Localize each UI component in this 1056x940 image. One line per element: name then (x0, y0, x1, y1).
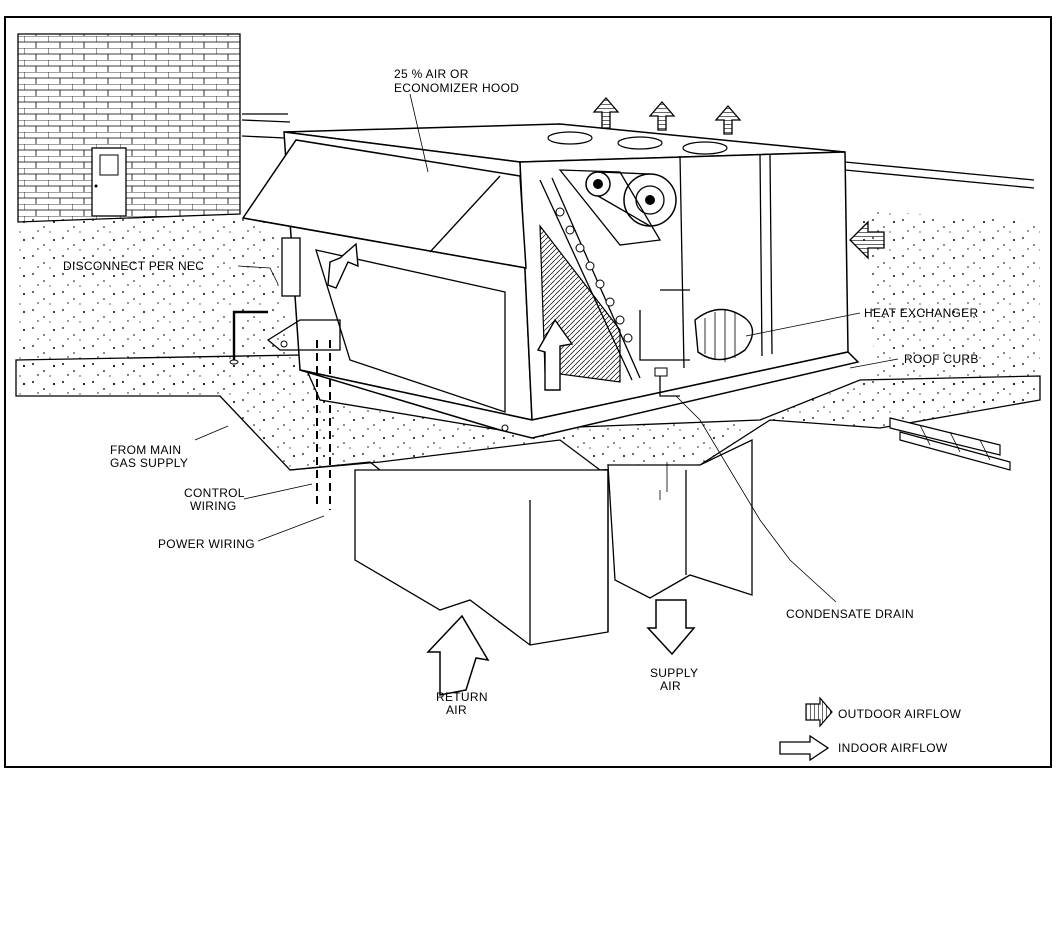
roof-curb-label: ROOF CURB (904, 352, 979, 366)
supply-air-arrow (646, 599, 696, 656)
indoor-airflow-arrows (327, 242, 574, 391)
outdoor-airflow-arrows (592, 97, 885, 260)
heat-exchanger-coil (694, 308, 754, 361)
legend: OUTDOOR AIRFLOW INDOOR AIRFLOW (779, 696, 962, 762)
roof-surface (15, 210, 1041, 471)
ductwork (354, 438, 753, 646)
return-air-arrow (426, 614, 490, 696)
indoor-airflow-legend-label: INDOOR AIRFLOW (838, 741, 948, 755)
condensate-drain-label: CONDENSATE DRAIN (786, 607, 914, 621)
return-air-label-line1: RETURN (436, 690, 488, 704)
brick-building (17, 33, 241, 223)
control-wiring-label-line2: WIRING (190, 499, 236, 513)
leader-lines (194, 93, 899, 603)
gas-supply-label-line2: GAS SUPPLY (110, 456, 188, 470)
disconnect-box (281, 237, 301, 297)
roof-curb-rail (299, 351, 860, 439)
hood-label-line1: 25 % AIR OR (394, 67, 469, 81)
roof-parapet (241, 113, 1035, 189)
rooftop-hvac-unit (229, 123, 860, 439)
outdoor-airflow-legend-icon (805, 696, 833, 728)
disconnect-label: DISCONNECT PER NEC (63, 259, 204, 273)
return-air-label-line2: AIR (446, 703, 467, 717)
callout-labels: 25 % AIR OR ECONOMIZER HOOD DISCONNECT P… (63, 67, 979, 717)
supply-air-label-line1: SUPPLY (650, 666, 698, 680)
wiring-lines (316, 340, 331, 510)
supply-air-label-line2: AIR (660, 679, 681, 693)
hood-label-line2: ECONOMIZER HOOD (394, 81, 519, 95)
condensate-pipe (659, 372, 680, 397)
outdoor-airflow-legend-label: OUTDOOR AIRFLOW (838, 707, 962, 721)
gas-supply-label-line1: FROM MAIN (110, 443, 181, 457)
indoor-airflow-legend-icon (779, 734, 830, 762)
heat-exchanger-label: HEAT EXCHANGER (864, 306, 978, 320)
power-wiring-label: POWER WIRING (158, 537, 255, 551)
control-wiring-label-line1: CONTROL (184, 486, 245, 500)
gas-pipe (232, 310, 268, 360)
duct-airflow-arrows (426, 599, 696, 696)
